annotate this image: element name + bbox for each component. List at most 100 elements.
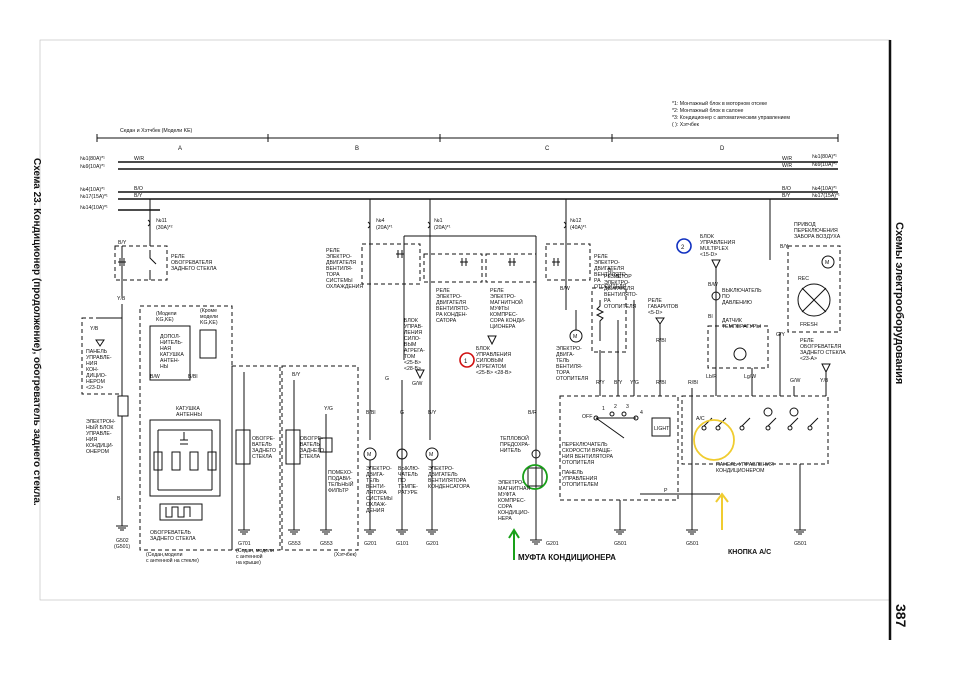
- diode-block: [199, 329, 217, 359]
- cond-relay-l3: ДВИГАТЕЛЯ: [436, 300, 466, 306]
- noise-filter-l3: ТЕЛЬНЫЙ: [328, 480, 354, 488]
- pgm2-l3: СИЛОВЫМ: [476, 358, 503, 364]
- bus-left-5: №14(10A)*¹: [80, 205, 108, 211]
- recirc-l2: ПЕРЕКЛЮЧЕНИЯ: [794, 228, 838, 234]
- wire-rbl-d: R/Bl: [688, 380, 698, 386]
- ac-button-highlight: [693, 419, 735, 461]
- fan-switch-l3: НИЯ ВЕНТИЛЯТОРА: [562, 454, 613, 460]
- right-title: Схемы электрооборудования: [893, 222, 905, 384]
- bus-right-3: №4(10A)*¹: [812, 186, 837, 192]
- temp-sensor-l2: ТЕМПЕРАТУРЫ: [722, 324, 761, 330]
- heater-relay-l1: РЕЛЕ: [594, 254, 608, 260]
- bus-right-wire-3: B/O: [782, 186, 791, 192]
- sw-2-label: 2: [614, 404, 617, 410]
- wire-bl-d: Bl: [708, 314, 713, 320]
- temp-switch-l5: РАТУРЕ: [398, 490, 418, 496]
- heater3-l3: ЗАДНЕГО: [300, 448, 324, 454]
- clutch-coil-l5: СОРА: [498, 504, 513, 510]
- cooling-motor-l2: ДВИГА-: [366, 472, 385, 478]
- heater2-l2: ВАТЕЛЬ: [252, 442, 272, 448]
- ground-1b: (G501): [114, 544, 130, 550]
- bus-right-wire-1: W/R: [782, 156, 792, 162]
- wire-by-a: B/Y: [118, 240, 127, 246]
- resistor-l5: РА: [604, 298, 611, 304]
- bus-right-wire-2: W/R: [782, 163, 792, 169]
- clutch-relay-l7: ЦИОНЕРА: [490, 324, 516, 330]
- wire-bw-a: B/W: [150, 374, 160, 380]
- pgm2-l5: <25-B> <28-B>: [476, 370, 511, 376]
- heater3-region: [281, 365, 359, 551]
- cooling-motor-l1: ЭЛЕКТРО-: [366, 466, 392, 472]
- rear-heater-l1: ОБОГРЕВАТЕЛЬ: [150, 530, 192, 536]
- clutch-coil-symbol: [527, 467, 543, 487]
- marker-2-circle: [676, 238, 692, 254]
- ground-1: G502: [116, 538, 129, 544]
- except-kgke-l3: KG,KE): [200, 320, 218, 326]
- wire-gw-b: G/W: [412, 381, 422, 387]
- fan-switch-l1: ПЕРЕКЛЮЧАТЕЛЬ: [562, 442, 608, 448]
- cond-motor-l3: ВЕНТИЛЯТОРА: [428, 478, 467, 484]
- recirc-motor-symbol: [821, 255, 835, 269]
- fuse-11-symbol: [147, 219, 151, 227]
- condenser-relay-coil: [460, 258, 468, 266]
- control-unit-l2: НЫЙ БЛОК: [86, 423, 113, 431]
- extra-coil-box: [149, 325, 191, 381]
- heater-panel-l1: ПАНЕЛЬ: [562, 470, 584, 476]
- sw-4-label: 4: [640, 410, 643, 416]
- fuse-12-symbol: [563, 221, 567, 229]
- bus-right-4: №17(15A)*¹: [812, 193, 840, 199]
- ground-11: G501: [794, 541, 807, 547]
- heater-motor-l5: ТОРА: [556, 370, 570, 376]
- clutch-coil-l6: КОНДИЦИО-: [498, 510, 530, 516]
- panel-block-l2: УПРАВЛЕ-: [86, 355, 112, 361]
- noise-filter-l1: ПОМЕХО-: [328, 470, 353, 476]
- heater-relay-box: [545, 243, 591, 281]
- temp-sensor-box: [707, 325, 769, 369]
- temp-switch-l2: ЧАТЕЛЬ: [398, 472, 419, 478]
- pgm2-diode: [487, 335, 497, 346]
- panel-block-l3: НИЯ: [86, 361, 97, 367]
- cooling-motor-m: M: [367, 452, 371, 458]
- rear-heater-region: [139, 305, 233, 551]
- extra-coil-l2: НИТЕЛЬ-: [160, 340, 183, 346]
- antenna-coil-l1: КАТУШКА: [176, 406, 200, 412]
- panel-block-l1: ПАНЕЛЬ: [86, 349, 108, 355]
- wire-bl-c2: Bl: [616, 274, 621, 280]
- clutch-coil-l2: МАГНИТНАЯ: [498, 486, 530, 492]
- wire-b-a1: B: [117, 496, 121, 502]
- sw-3-label: 3: [626, 404, 629, 410]
- page-number: 387: [893, 604, 909, 628]
- pgm-l9: <28-B>: [404, 366, 421, 372]
- control-unit-l1: ЭЛЕКТРОН-: [86, 419, 116, 425]
- bus-right-2: №9(10A)*¹: [812, 162, 837, 168]
- note-1: *1: Монтажный блок в моторном отсеке: [672, 100, 767, 107]
- heater-motor-l3: ТЕЛЬ: [556, 358, 570, 364]
- relay-defog-l3: ЗАДНЕГО СТЕКЛА: [171, 266, 217, 272]
- cond-motor-l4: КОНДЕНСАТОРА: [428, 484, 470, 490]
- fresh-label: FRESH: [800, 322, 818, 328]
- wire-lgw-d: Lg/W: [744, 374, 756, 380]
- ground-4: G553: [320, 541, 333, 547]
- heater-panel-box: [559, 395, 679, 501]
- wire-bw-d: B/W: [708, 282, 718, 288]
- cooling-motor-l6: СИСТЕМЫ: [366, 496, 393, 502]
- defog-relay2-l3: ЗАДНЕГО СТЕКЛА: [800, 350, 846, 356]
- noise-filter-symbol: [319, 437, 333, 453]
- multiplex-l3: MULTIPLEX: [700, 246, 729, 252]
- defogger-relay-box: [114, 245, 168, 281]
- panel-block-l5: ДИЦИО-: [86, 373, 107, 379]
- lamp-relay-symbol: [655, 317, 665, 325]
- heater2-l1: ОБОГРЕ-: [252, 436, 275, 442]
- heater-grid-symbol: [159, 503, 203, 521]
- cooling-motor-l8: ДЕНИЯ: [366, 508, 384, 514]
- control-unit-l6: ОНЕРОМ: [86, 449, 109, 455]
- heater-motor-l1: ЭЛЕКТРО-: [556, 346, 582, 352]
- clutch-relay-l4: МУФТЫ: [490, 306, 509, 312]
- relay-defog-l2: ОБОГРЕВАТЕЛЯ: [171, 260, 213, 266]
- pgm-l4: СИЛО-: [404, 336, 421, 342]
- heater-relay-l6: ОТОПИТЕЛЯ: [594, 284, 626, 290]
- fuse-4-l1: №4: [376, 218, 385, 224]
- cooling-relay-coil: [396, 250, 404, 258]
- wire-lbr-d: Lb/R: [706, 374, 717, 380]
